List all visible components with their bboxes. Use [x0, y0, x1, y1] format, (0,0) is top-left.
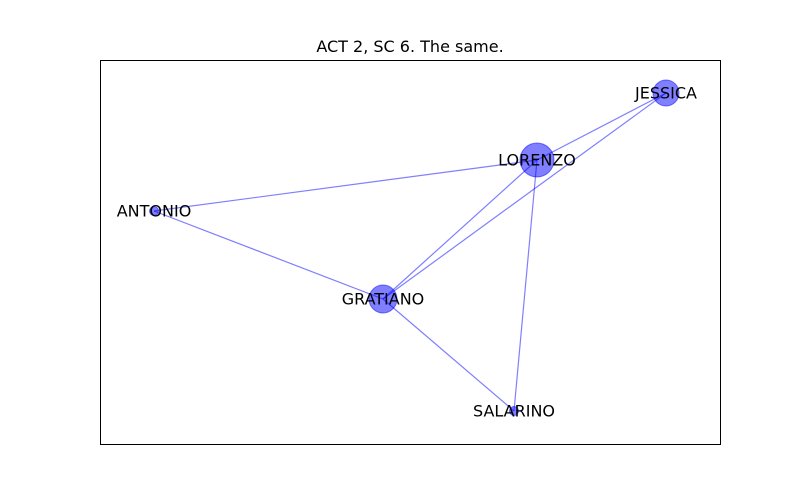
edge-lorenzo-antonio	[153, 159, 538, 212]
edge-lorenzo-gratiano	[382, 159, 538, 300]
edges-layer	[153, 92, 667, 412]
edge-gratiano-salarino	[382, 298, 515, 412]
labels-layer: JESSICA LORENZO ANTONIO GRATIANO SALARINO	[117, 84, 697, 421]
node-label-lorenzo: LORENZO	[498, 151, 576, 170]
node-jessica	[652, 79, 680, 107]
edge-lorenzo-jessica	[536, 92, 667, 161]
edge-antonio-gratiano	[153, 210, 384, 300]
node-label-antonio: ANTONIO	[117, 202, 192, 221]
node-antonio	[149, 206, 159, 216]
plot-frame	[100, 60, 721, 445]
node-label-gratiano: GRATIANO	[342, 290, 425, 309]
node-gratiano	[368, 284, 398, 314]
nodes-layer	[149, 79, 680, 416]
chart-title: ACT 2, SC 6. The same.	[316, 37, 503, 56]
node-lorenzo	[519, 142, 555, 178]
node-salarino	[509, 406, 519, 416]
node-label-salarino: SALARINO	[473, 402, 555, 421]
edge-lorenzo-salarino	[513, 159, 538, 412]
edge-jessica-gratiano	[382, 92, 667, 300]
node-label-jessica: JESSICA	[634, 84, 697, 103]
